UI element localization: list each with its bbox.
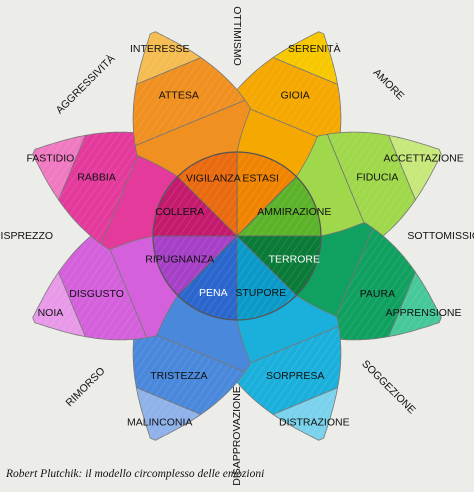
label-anger-outer: FASTIDIO: [26, 152, 74, 164]
label-disgust-outer: NOIA: [38, 307, 64, 319]
figure-caption: Robert Plutchik: il modello circomplesso…: [6, 468, 265, 480]
dyad-label-7: OTTIMISMO: [231, 6, 243, 66]
label-trust-inner: AMMIRAZIONE: [257, 206, 331, 218]
dyad-label-0: AMORE: [371, 67, 407, 103]
dyad-label-2: SOGGEZIONE: [359, 358, 417, 416]
label-anticipation-inner: VIGILANZA: [186, 172, 241, 184]
dyad-label-3: DISAPPROVAZIONE: [231, 386, 243, 486]
label-sadness-inner: PENA: [199, 287, 228, 299]
label-surprise-inner: STUPORE: [235, 287, 286, 299]
label-surprise-outer: DISTRAZIONE: [279, 416, 350, 428]
label-joy-inner: ESTASI: [242, 172, 279, 184]
label-disgust-mid: DISGUSTO: [69, 288, 124, 300]
label-joy-outer: SERENITÀ: [288, 42, 341, 55]
label-fear-inner: TERRORE: [269, 253, 320, 265]
label-sadness-outer: MALINCONIA: [127, 416, 192, 428]
label-joy-mid: GIOIA: [281, 89, 310, 101]
label-fear-mid: PAURA: [360, 288, 395, 300]
dyad-label-4: RIMORSO: [64, 365, 108, 409]
label-sadness-mid: TRISTEZZA: [150, 370, 207, 382]
dyad-label-1: SOTTOMISSIONE: [407, 230, 474, 242]
core-ring: [152, 151, 322, 321]
label-fear-outer: APPRENSIONE: [386, 307, 462, 319]
dyad-label-6: AGGRESSIVITÀ: [53, 52, 117, 116]
label-trust-mid: FIDUCIA: [356, 172, 398, 184]
label-surprise-mid: SORPRESA: [266, 370, 324, 382]
label-disgust-inner: RIPUGNANZA: [145, 253, 214, 265]
label-anger-mid: RABBIA: [77, 172, 116, 184]
label-anticipation-mid: ATTESA: [159, 89, 199, 101]
label-anger-inner: COLLERA: [155, 206, 204, 218]
dyad-label-5: DISPREZZO: [0, 230, 53, 242]
label-trust-outer: ACCETTAZIONE: [383, 152, 463, 164]
label-anticipation-outer: INTERESSE: [130, 43, 190, 55]
